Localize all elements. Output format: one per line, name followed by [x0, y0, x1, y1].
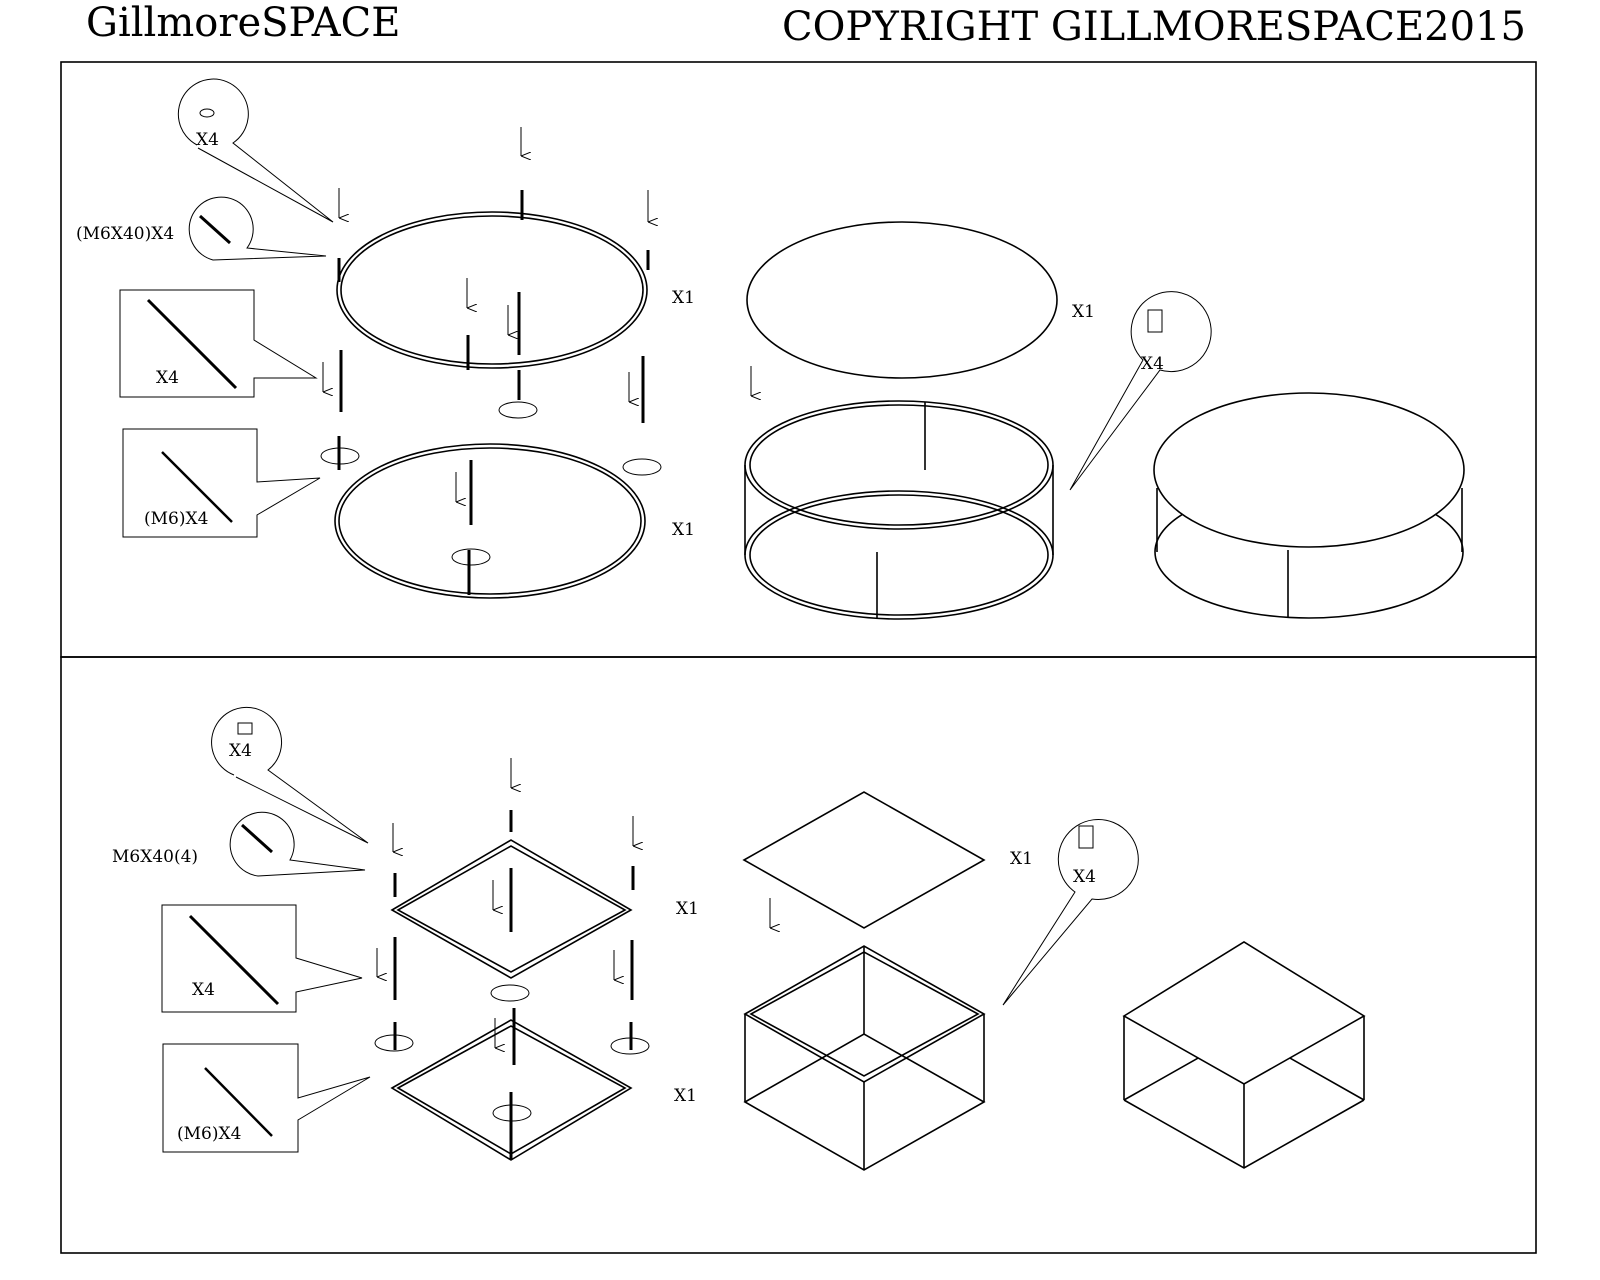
post-callout: X4: [161, 904, 363, 1013]
post-callout: X4: [119, 289, 318, 398]
rod-icon: [204, 1067, 273, 1137]
rod-qty: (M6)X4: [177, 1124, 241, 1144]
screw-icon: [1147, 309, 1163, 333]
rod-callout: (M6)X4: [122, 428, 321, 538]
assembled-square-table: [1122, 941, 1366, 1169]
bolt-qty: M6X40(4): [112, 847, 198, 867]
brand-title: GillmoreSPACE: [86, 0, 400, 46]
round-table-panel: [60, 61, 1537, 658]
rod-icon: [161, 451, 233, 523]
top-panel-qty: X1: [1010, 849, 1033, 869]
round-top-panel: [746, 221, 1058, 379]
cap-callout: X4: [177, 78, 334, 223]
cap-callout: X4: [211, 706, 369, 844]
cap-qty: X4: [229, 741, 252, 761]
bottom-square-frame: [390, 1019, 633, 1161]
cap-qty: X4: [196, 130, 219, 150]
rod-qty: (M6)X4: [144, 509, 208, 529]
top-ring: [336, 211, 648, 369]
square-frame: [743, 945, 986, 1171]
screw-qty: X4: [1073, 867, 1096, 887]
post-qty: X4: [156, 368, 179, 388]
rotate-icons: [320, 401, 662, 566]
square-top-panel: [742, 791, 986, 929]
bolt-icon: [240, 823, 274, 854]
bolt-qty: (M6X40)X4: [76, 224, 174, 244]
bottom-ring: [334, 443, 646, 599]
round-screw-callout: [1069, 291, 1212, 491]
top-frame-qty: X1: [676, 899, 699, 919]
bolt-callout: M6X40(4): [112, 811, 366, 877]
rotate-icons: [374, 984, 650, 1122]
square-screw-callout: [1002, 819, 1139, 1006]
bolt-callout: (M6X40)X4: [76, 196, 327, 261]
top-ring-qty: X1: [672, 288, 695, 308]
square-table-section: X4 M6X40(4) X4 (M6)X4: [112, 706, 1366, 1171]
post-icon: [146, 298, 238, 390]
copyright-text: COPYRIGHT GILLMORESPACE2015: [782, 4, 1526, 50]
bottom-ring-qty: X1: [672, 520, 695, 540]
round-frame: [744, 400, 1054, 620]
round-table-section: X4 (M6X40)X4 X4 (M6)X4: [76, 78, 1465, 620]
top-panel-qty: X1: [1072, 302, 1095, 322]
post-icon: [188, 914, 280, 1006]
bottom-frame-qty: X1: [674, 1086, 697, 1106]
cap-icon: [199, 108, 215, 118]
bolt-icon: [198, 214, 232, 245]
top-square-frame: [390, 839, 633, 979]
post-qty: X4: [192, 980, 215, 1000]
square-table-panel: [60, 656, 1537, 1254]
cap-icon: [237, 722, 253, 735]
assembled-round-table: [1153, 392, 1465, 619]
rod-callout: (M6)X4: [162, 1043, 371, 1153]
screw-icon: [1078, 825, 1094, 849]
screw-qty: X4: [1141, 354, 1164, 374]
